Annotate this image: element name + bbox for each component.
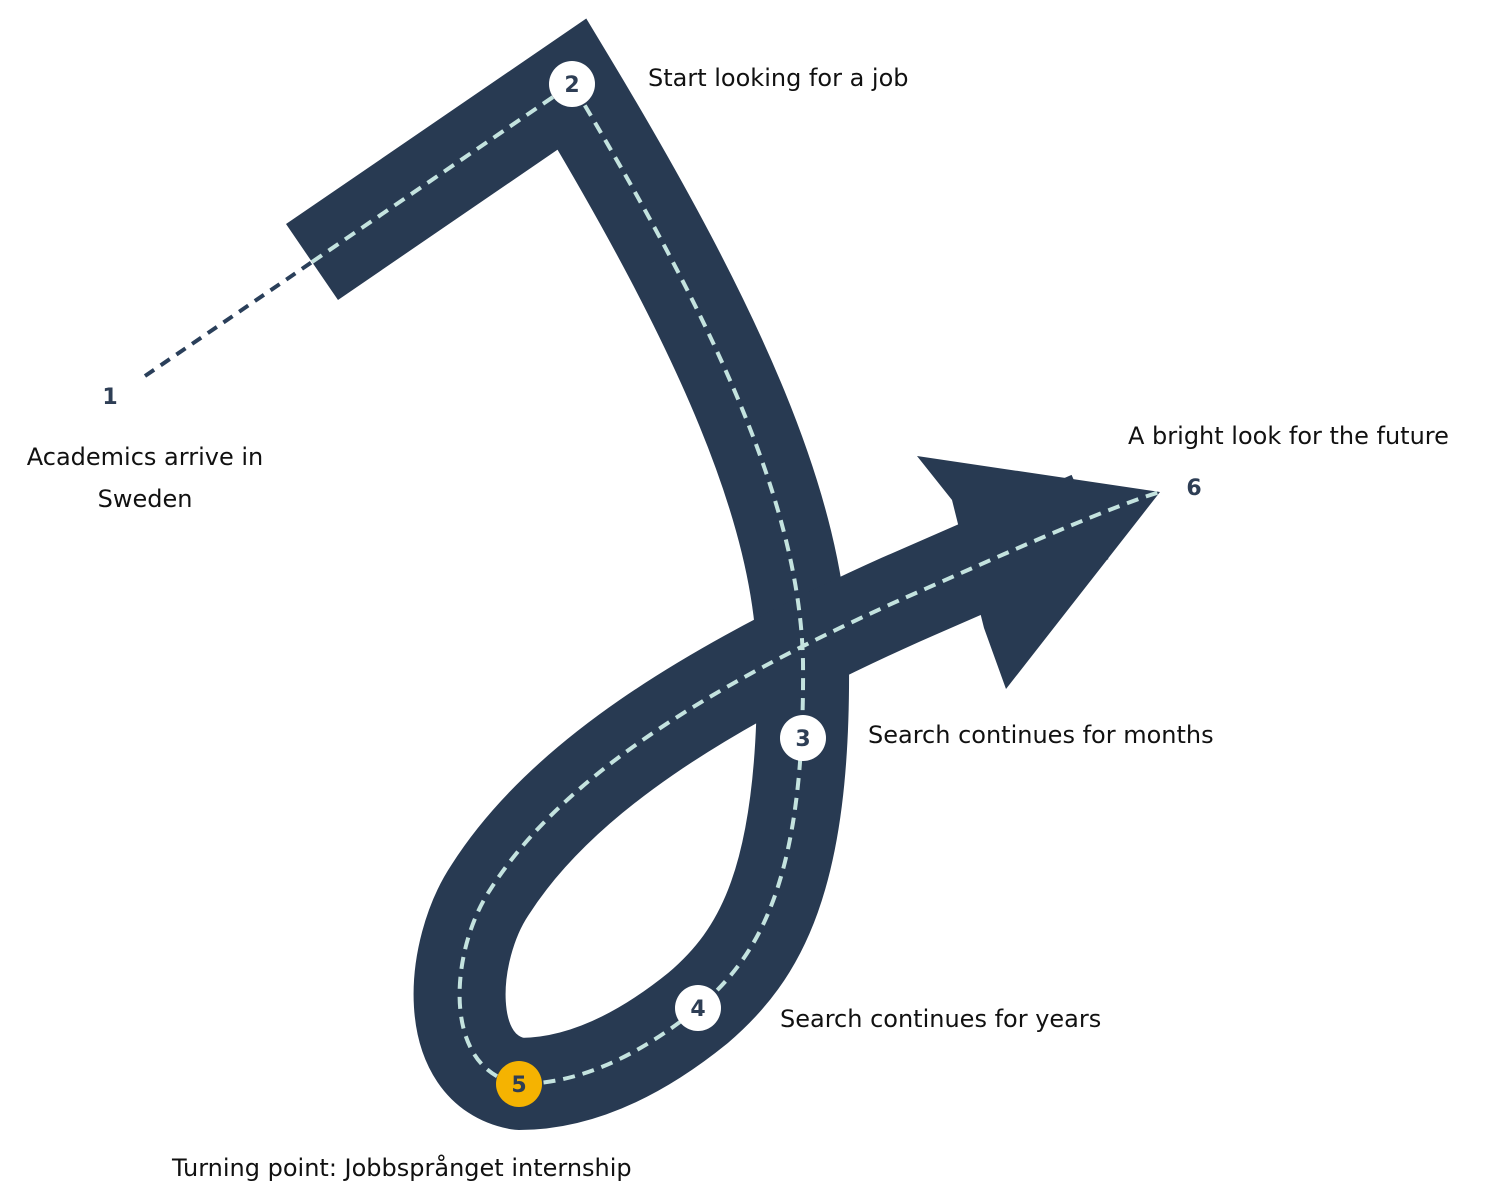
step-marker-6: 6 [1172, 465, 1216, 509]
step-label-3: Search continues for months [868, 721, 1214, 749]
step-label-2: Start looking for a job [648, 64, 909, 92]
step-number-2: 2 [564, 73, 579, 98]
step-marker-2: 2 [549, 61, 595, 107]
road-upper-segment [286, 18, 849, 664]
step-marker-4: 4 [675, 985, 721, 1031]
step-number-3: 3 [795, 727, 810, 752]
step-marker-1: 1 [88, 374, 132, 418]
lead-in-dashed-line [143, 260, 314, 378]
step-number-5: 5 [511, 1073, 526, 1098]
center-dashed-line [310, 81, 1161, 1087]
step-label-4: Search continues for years [780, 1005, 1102, 1033]
step-number-6: 6 [1186, 476, 1201, 501]
step-marker-5: 5 [496, 1061, 542, 1107]
step-number-1: 1 [102, 385, 117, 410]
step-marker-3: 3 [780, 715, 826, 761]
step-label-5: Turning point: Jobbsprånget internship [172, 1154, 632, 1182]
step-number-4: 4 [690, 997, 705, 1022]
step-label-1: Academics arrive in Sweden [26, 443, 264, 513]
step-label-6: A bright look for the future [1128, 422, 1449, 450]
